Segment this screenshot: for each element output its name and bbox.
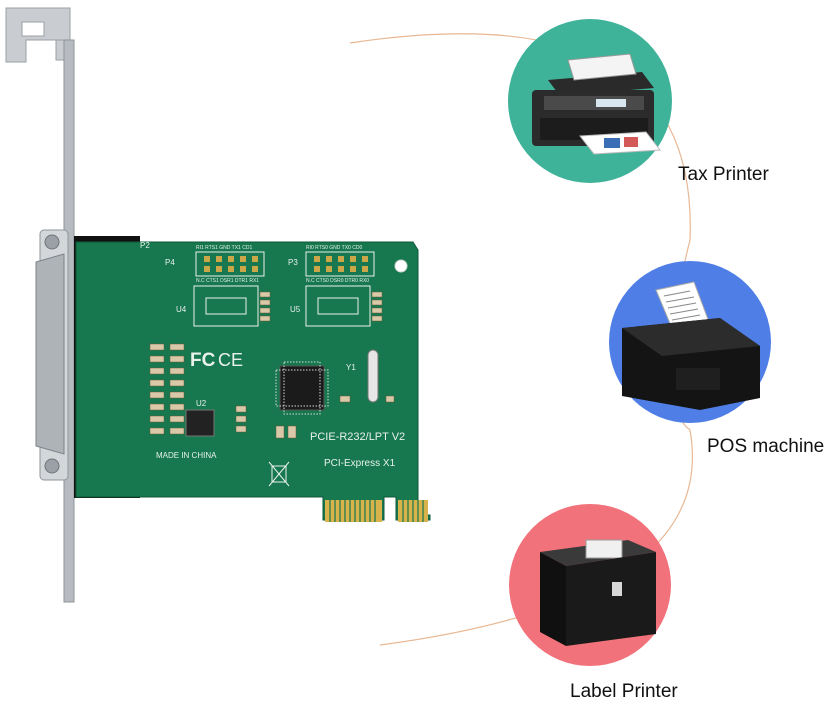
p4-pins-top: RI1 RTS1 GND TX1 CD1 — [196, 245, 252, 251]
label-printer-label: Label Printer — [570, 681, 678, 702]
p4-pins-bottom: N.C CTS1 DSR1 DTR1 RX1 — [196, 278, 259, 284]
p4-header — [195, 251, 265, 277]
pcb-silkscreen: P2 P4 P3 RI1 RTS1 GND TX1 CD1 N.C CTS1 D… — [140, 241, 405, 487]
tax-printer-label: Tax Printer — [678, 164, 769, 185]
receipt-printer-icon — [622, 281, 760, 410]
p3-pins-top: RI0 RTS0 GND TX0 CD0 — [306, 245, 362, 251]
p2-label: P2 — [140, 241, 150, 250]
u4-label: U4 — [176, 305, 187, 314]
y1-label: Y1 — [346, 363, 356, 372]
device-tax-printer — [508, 19, 672, 183]
p3-pins-bottom: N.C CTS0 DSR0 DTR0 RX0 — [306, 278, 369, 284]
passive-components — [149, 291, 395, 439]
inkjet-printer-icon — [532, 53, 661, 155]
u4-chip-footprint — [193, 285, 259, 327]
p4-label: P4 — [165, 258, 175, 267]
recycle-bin-icon — [268, 461, 290, 487]
controller-chip — [275, 361, 329, 415]
label-printer-icon — [540, 539, 656, 646]
origin-text: MADE IN CHINA — [156, 451, 217, 460]
device-label-printer — [509, 504, 671, 666]
model-text: PCIE-R232/LPT V2 — [310, 431, 405, 443]
p3-label: P3 — [288, 258, 298, 267]
serial-parallel-pcie-card: P2 P4 P3 RI1 RTS1 GND TX1 CD1 N.C CTS1 D… — [5, 7, 431, 603]
ce-logo: CE — [218, 350, 243, 370]
pcb-board — [75, 241, 431, 521]
voltage-regulator — [185, 409, 215, 437]
bus-text: PCI-Express X1 — [324, 458, 396, 469]
p3-header — [305, 251, 375, 277]
crystal-oscillator — [367, 349, 379, 403]
u2-label: U2 — [196, 399, 207, 408]
u5-chip-footprint — [305, 285, 371, 327]
fcc-logo: FC — [190, 350, 216, 371]
u5-label: U5 — [290, 305, 301, 314]
pos-machine-label: POS machine — [707, 436, 825, 457]
device-pos-machine — [609, 261, 771, 423]
